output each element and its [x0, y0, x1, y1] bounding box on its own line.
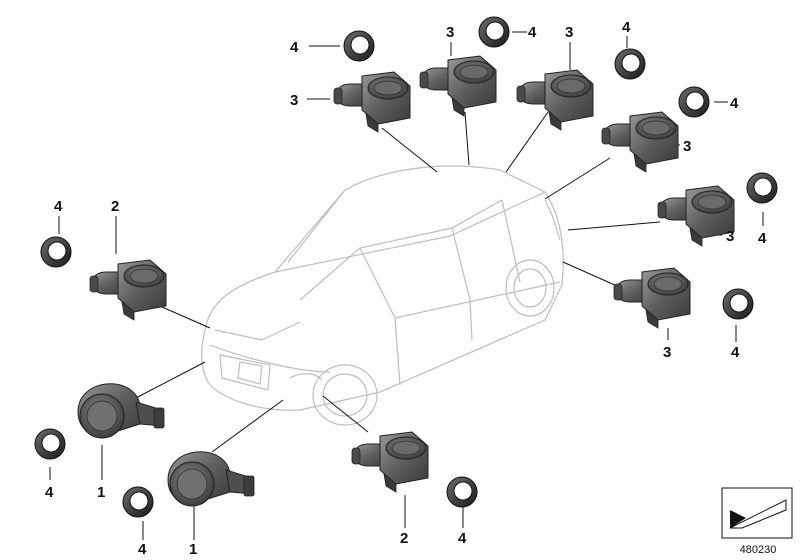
sensor-front-inner: [167, 451, 255, 507]
callout-c20: 4: [458, 530, 467, 547]
callout-c18: 1: [189, 541, 197, 558]
sensor-rear-right-inner: [516, 69, 594, 131]
rubber-ring-4: [678, 86, 710, 118]
rubber-ring-3: [614, 48, 646, 80]
callout-c15: 4: [45, 484, 54, 501]
sensor-front-outer: [77, 383, 165, 439]
callout-c19: 2: [400, 530, 408, 547]
rubber-ring-2: [478, 16, 510, 48]
rubber-ring-1: [343, 30, 375, 62]
callout-c17: 4: [138, 541, 147, 558]
callout-c1: 4: [290, 39, 299, 56]
sensor-rear-left-inner: [419, 55, 497, 117]
sensor-side-front-right: [351, 431, 429, 493]
rubber-ring-9: [122, 486, 154, 518]
sensor-side-rear-right: [657, 185, 735, 247]
callout-c11: 3: [663, 344, 671, 361]
callout-c3: 3: [446, 24, 454, 41]
callout-c6: 4: [622, 19, 631, 36]
corner-arrow-icon: [730, 510, 746, 528]
sensor-side-front-left: [89, 259, 167, 321]
callout-c16: 1: [97, 484, 105, 501]
rubber-ring-6: [722, 288, 754, 320]
callout-c5: 3: [565, 24, 573, 41]
rubber-ring-10: [446, 476, 478, 508]
rubber-ring-8: [34, 428, 66, 460]
rubber-ring-5: [746, 172, 778, 204]
callout-c9: 3: [726, 228, 734, 245]
sensor-rear-right-outer: [601, 111, 679, 173]
callout-c2: 3: [290, 92, 298, 109]
callout-c7: 4: [730, 95, 739, 112]
reference-box: [721, 487, 793, 539]
callout-c10: 4: [758, 230, 767, 247]
arrow-icon: [729, 499, 787, 529]
callout-c4: 4: [528, 24, 537, 41]
rubber-ring-7: [40, 236, 72, 268]
callout-c12: 4: [731, 344, 740, 361]
sensor-side-rear-left: [613, 267, 691, 329]
sensor-rear-left-outer: [333, 71, 411, 133]
car-outline: [201, 165, 564, 426]
callout-c13: 4: [54, 198, 63, 215]
diagram-id: 480230: [740, 544, 777, 556]
callout-c14: 2: [111, 198, 119, 215]
callout-c8: 3: [683, 138, 691, 155]
